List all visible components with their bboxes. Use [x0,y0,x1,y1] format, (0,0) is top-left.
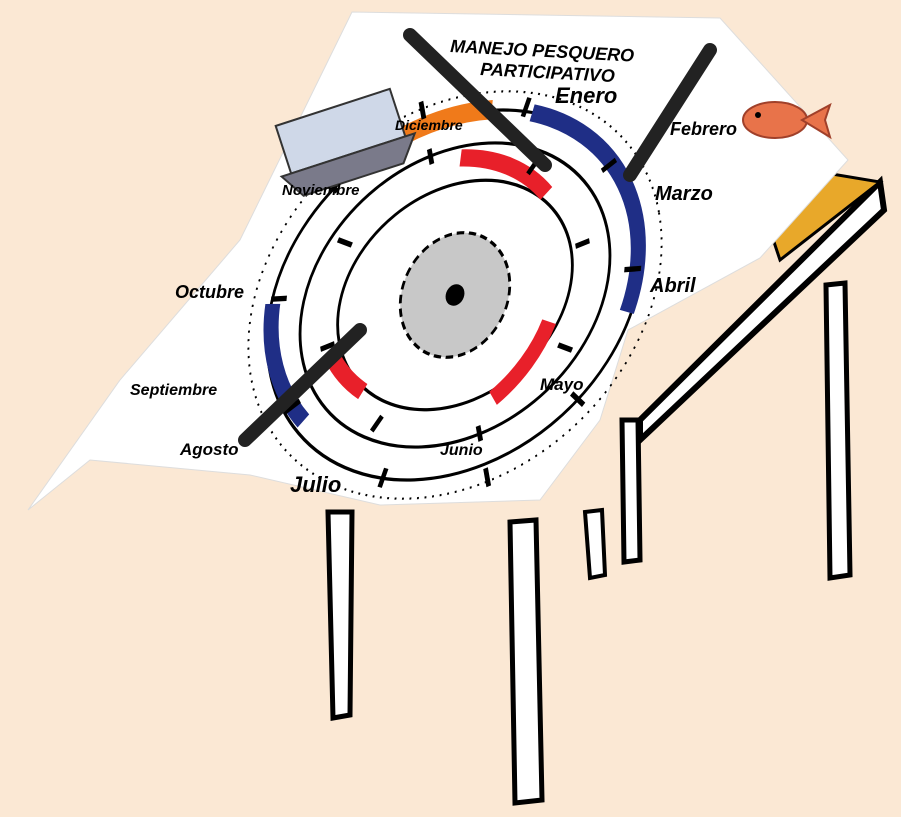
month-label-febrero: Febrero [670,119,737,139]
table-leg-back-right [826,283,850,578]
table-leg-front-middle [510,520,542,803]
month-label-septiembre: Septiembre [130,382,217,399]
month-label-junio: Junio [440,442,483,459]
month-label-octubre: Octubre [175,282,244,302]
month-label-diciembre: Diciembre [395,117,463,133]
month-label-abril: Abril [649,275,696,297]
month-label-noviembre: Noviembre [282,182,360,199]
month-label-mayo: Mayo [540,375,583,394]
table-leg-front-left [328,512,352,718]
month-label-agosto: Agosto [179,440,239,459]
month-label-marzo: Marzo [655,183,713,205]
month-label-enero: Enero [555,83,617,108]
month-label-julio: Julio [290,472,341,497]
table-leg-inner [585,510,605,578]
